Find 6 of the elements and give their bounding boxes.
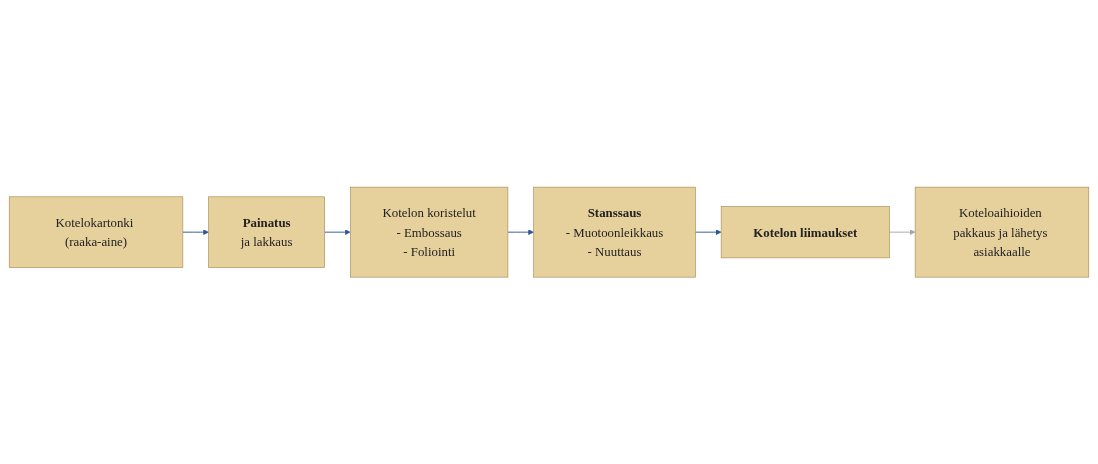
node-box: Stanssaus - Muotoonleikkaus - Nuuttaus: [533, 186, 696, 278]
node-box: Koteloaihioiden pakkaus ja lähetys asiakkaalle: [914, 186, 1090, 278]
node-box: Painatus ja lakkaus: [208, 196, 325, 268]
node-box: Kotelokartonki (raaka-aine): [8, 196, 184, 268]
node-box: Kotelon liimaukset: [720, 205, 890, 259]
node-box: Kotelon koristelut - Embossaus - Foliointi: [350, 186, 509, 278]
